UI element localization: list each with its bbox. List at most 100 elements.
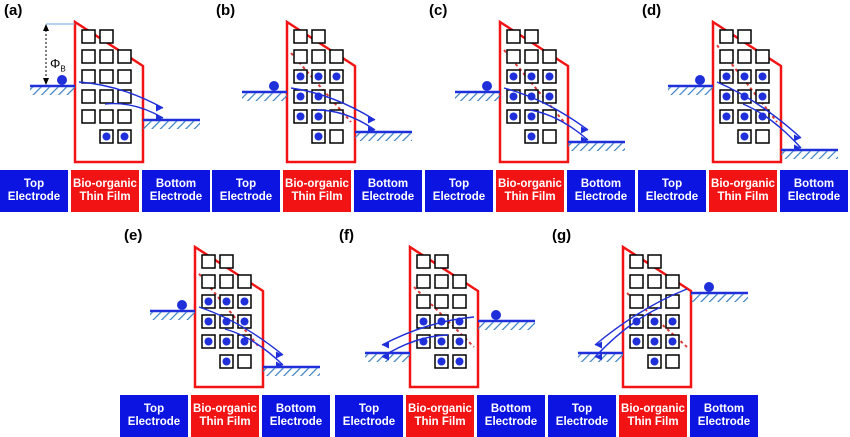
trap-site [719,29,734,44]
panel-label: (d) [642,2,662,19]
trap-site [311,29,326,44]
legend-top-electrode: Top Electrode [425,170,493,212]
legend-thin-film: Bio-organic Thin Film [709,170,777,212]
legend-thin-film: Bio-organic Thin Film [619,395,687,437]
injected-electron [704,282,714,292]
band-diagram [455,19,625,164]
legend-thin-film: Bio-organic Thin Film [406,395,474,437]
trapped-electron [419,317,428,326]
trap-site [629,254,644,269]
band-diagram [30,19,200,164]
legend-bottom-electrode: Bottom Electrode [567,170,635,212]
injected-electron [57,75,67,85]
trap-site [81,109,96,124]
trapped-electron [240,317,249,326]
trapped-electron [204,317,213,326]
arrow-head [368,116,375,124]
trapped-electron [632,337,641,346]
barrier-height-label: ΦB [50,56,66,74]
transport-arrow [224,328,284,366]
legend-bottom-electrode: Bottom Electrode [142,170,210,212]
trap-site [219,274,234,289]
trapped-electron [296,72,305,81]
bottom-electrode-hatch [355,133,412,141]
trapped-electron [240,337,249,346]
trapped-electron [314,112,323,121]
trap-site [81,89,96,104]
trapped-electron [222,337,231,346]
arrow-head [382,341,389,349]
trapped-electron [758,72,767,81]
trap-site [237,274,252,289]
trap-site [99,49,114,64]
trapped-electron [722,112,731,121]
trapped-electron [240,297,249,306]
trap-site [647,274,662,289]
trapped-electron [222,297,231,306]
legend-top-electrode: Top Electrode [0,170,68,212]
legend-top-electrode: Top Electrode [638,170,706,212]
transport-arrow [104,102,164,119]
band-diagram [150,244,320,389]
panel-label: (c) [429,2,448,19]
trapped-electron [722,72,731,81]
trap-site [237,354,252,369]
trapped-electron [650,357,659,366]
trapped-electron [509,72,518,81]
transport-arrow [716,81,802,139]
trap-site [201,274,216,289]
legend-top-electrode: Top Electrode [212,170,280,212]
transport-arrow [594,306,662,358]
legend-bottom-electrode: Bottom Electrode [262,395,330,437]
trap-site [219,254,234,269]
trapped-electron [758,112,767,121]
injected-electron [491,310,501,320]
trap-site [506,49,521,64]
transport-arrow [316,109,376,131]
arrow-head [276,361,283,369]
top-electrode-hatch [30,87,75,95]
trapped-electron [332,72,341,81]
legend-top-electrode: Top Electrode [335,395,403,437]
arrow-head [276,351,283,359]
trap-site [434,274,449,289]
panel-label: (e) [124,227,143,244]
bottom-electrode-hatch [263,368,320,376]
trapped-electron [204,297,213,306]
top-electrode-hatch [150,312,195,320]
trapped-electron [527,72,536,81]
transport-arrow [198,306,284,356]
trap-site [416,254,431,269]
arrow-head [382,353,389,361]
transport-arrow [529,109,589,141]
legend-top-electrode: Top Electrode [548,395,616,437]
trapped-electron [668,337,677,346]
trap-site [329,129,344,144]
injected-electron [482,81,492,91]
trapped-electron [204,337,213,346]
arrow-head [794,144,801,152]
trapped-electron [722,92,731,101]
arrow-head [156,114,163,122]
trap-site [117,109,132,124]
trapped-electron [120,132,129,141]
legend-thin-film: Bio-organic Thin Film [191,395,259,437]
panel-label: (b) [216,2,236,19]
trap-site [452,294,467,309]
bottom-electrode-hatch [568,143,625,151]
trap-site [755,49,770,64]
trap-site [629,294,644,309]
trapped-electron [650,337,659,346]
trap-site [201,254,216,269]
panel-label: (f) [339,227,354,244]
trap-site [99,89,114,104]
injected-electron [269,81,279,91]
trapped-electron [437,337,446,346]
